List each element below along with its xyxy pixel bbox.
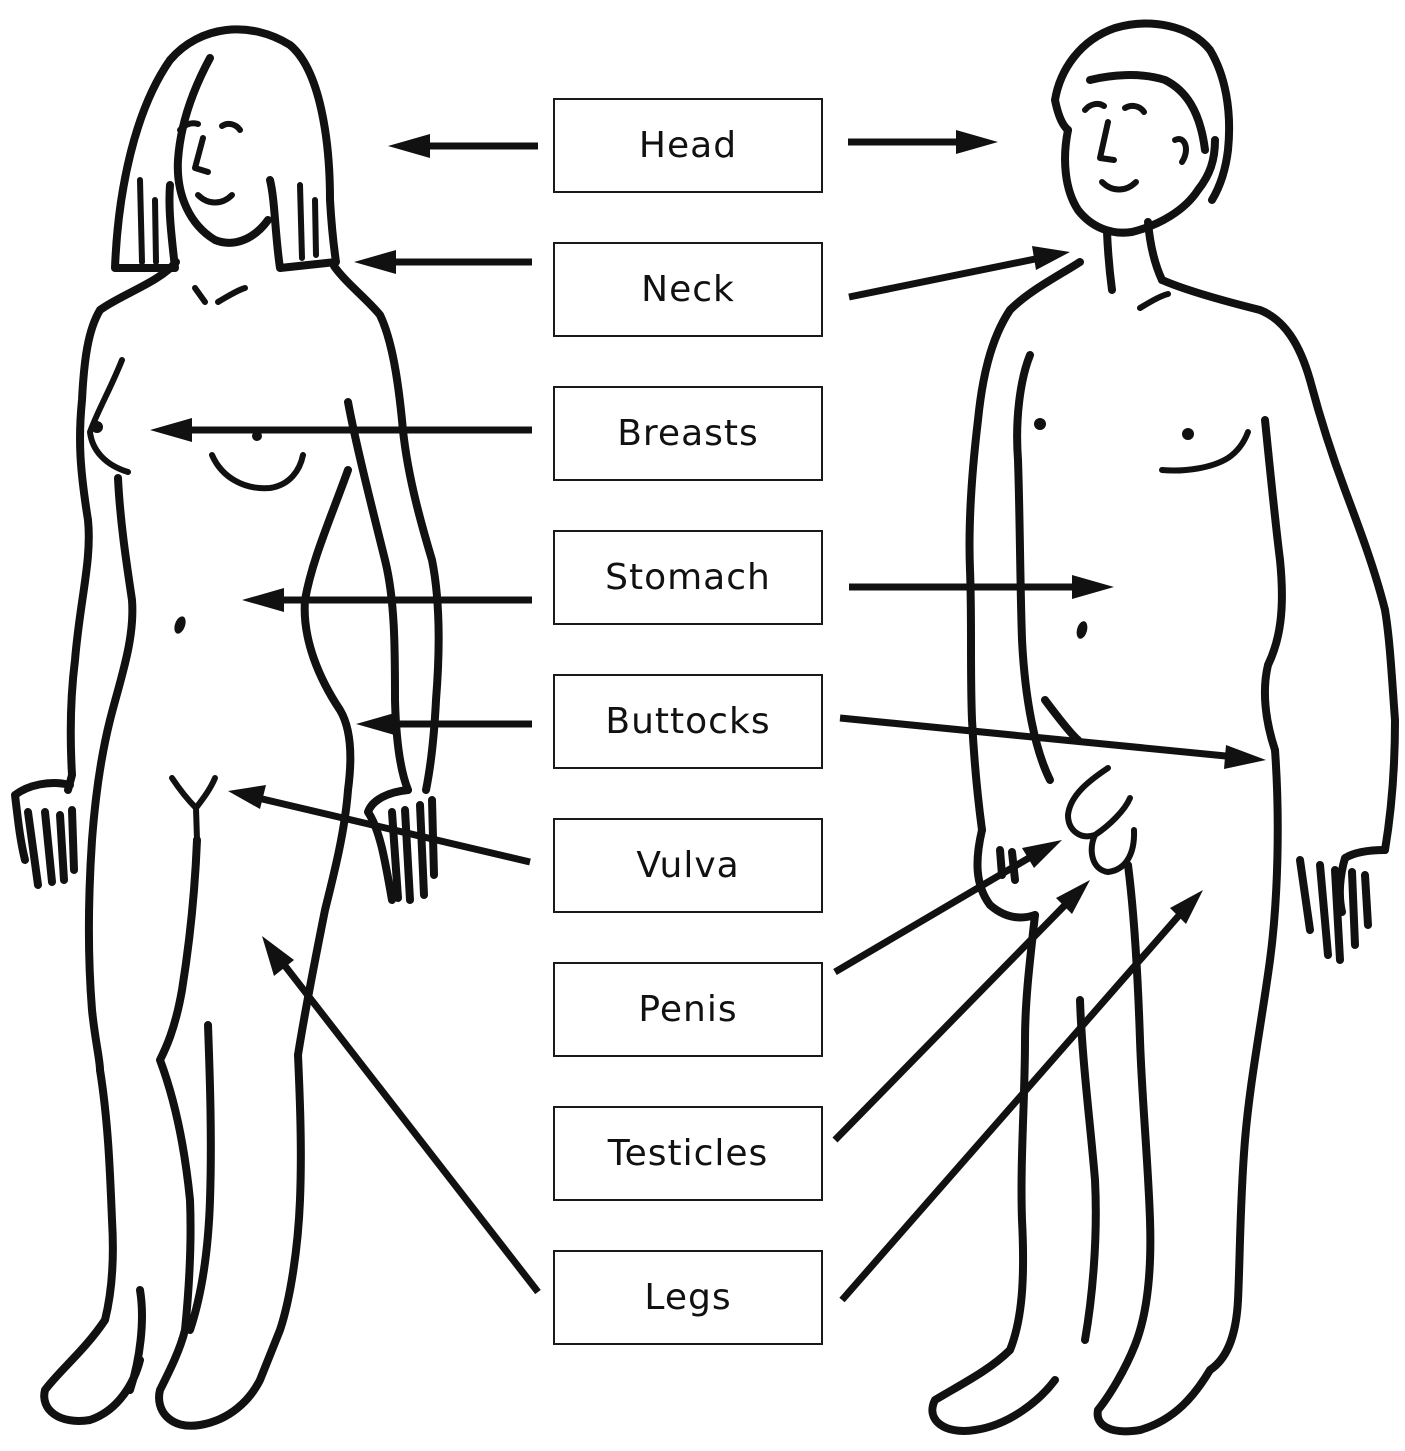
male-face [1065,130,1215,233]
arrow-head-female-tip [388,134,430,158]
female-face [178,58,268,243]
male-arm-inner-right [1265,420,1282,750]
male-arm-inner-left [1017,355,1078,780]
arrow-buttocks-female-tip [356,712,398,736]
arrow-head-male-tip [956,130,998,154]
male-legs [932,750,1277,1431]
female-right-hand [368,790,434,900]
label-buttocks: Buttocks [553,674,823,769]
female-nipple-left [91,421,103,433]
male-torso [969,262,1395,850]
arrow-neck-male-tip [1032,246,1070,270]
arrow-testicles [835,902,1068,1140]
male-nipple-right [1182,428,1194,440]
arrow-buttocks-male-tip [1224,745,1266,769]
male-navel [1075,620,1089,640]
male-nipple-left [1034,418,1046,430]
female-breasts [90,360,303,488]
female-legs [44,840,301,1426]
arrow-vulva-tip [228,785,266,809]
arrow-neck-female-tip [354,250,396,274]
label-testicles: Testicles [553,1106,823,1201]
female-facial-features [180,123,240,202]
arrow-breasts-tip [150,418,192,442]
female-vulva [172,778,215,840]
male-penis [1068,768,1130,836]
label-vulva: Vulva [553,818,823,913]
female-collarbone [195,288,245,302]
label-penis: Penis [553,962,823,1057]
arrow-neck-male [849,258,1040,297]
label-neck: Neck [553,242,823,337]
arrow-stomach-male-tip [1072,575,1114,599]
label-legs: Legs [553,1250,823,1345]
arrow-stomach-female-tip [242,588,284,612]
male-facial-features [1085,104,1144,190]
male-pectoral [1162,432,1248,471]
label-stomach: Stomach [553,530,823,625]
label-breasts: Breasts [553,386,823,481]
label-head: Head [553,98,823,193]
arrow-penis-tip [1022,840,1062,868]
female-waist [298,470,350,1055]
arrow-legs-female [282,962,538,1292]
arrow-legs-male [842,912,1182,1300]
female-left-hand [15,783,74,885]
male-right-hand [1300,850,1385,960]
female-left-side [89,478,132,1070]
male-ear [1175,139,1186,162]
female-navel [172,615,188,635]
male-collarbone [1140,294,1168,308]
male-figure [932,24,1395,1432]
female-arm-inner [348,402,408,790]
